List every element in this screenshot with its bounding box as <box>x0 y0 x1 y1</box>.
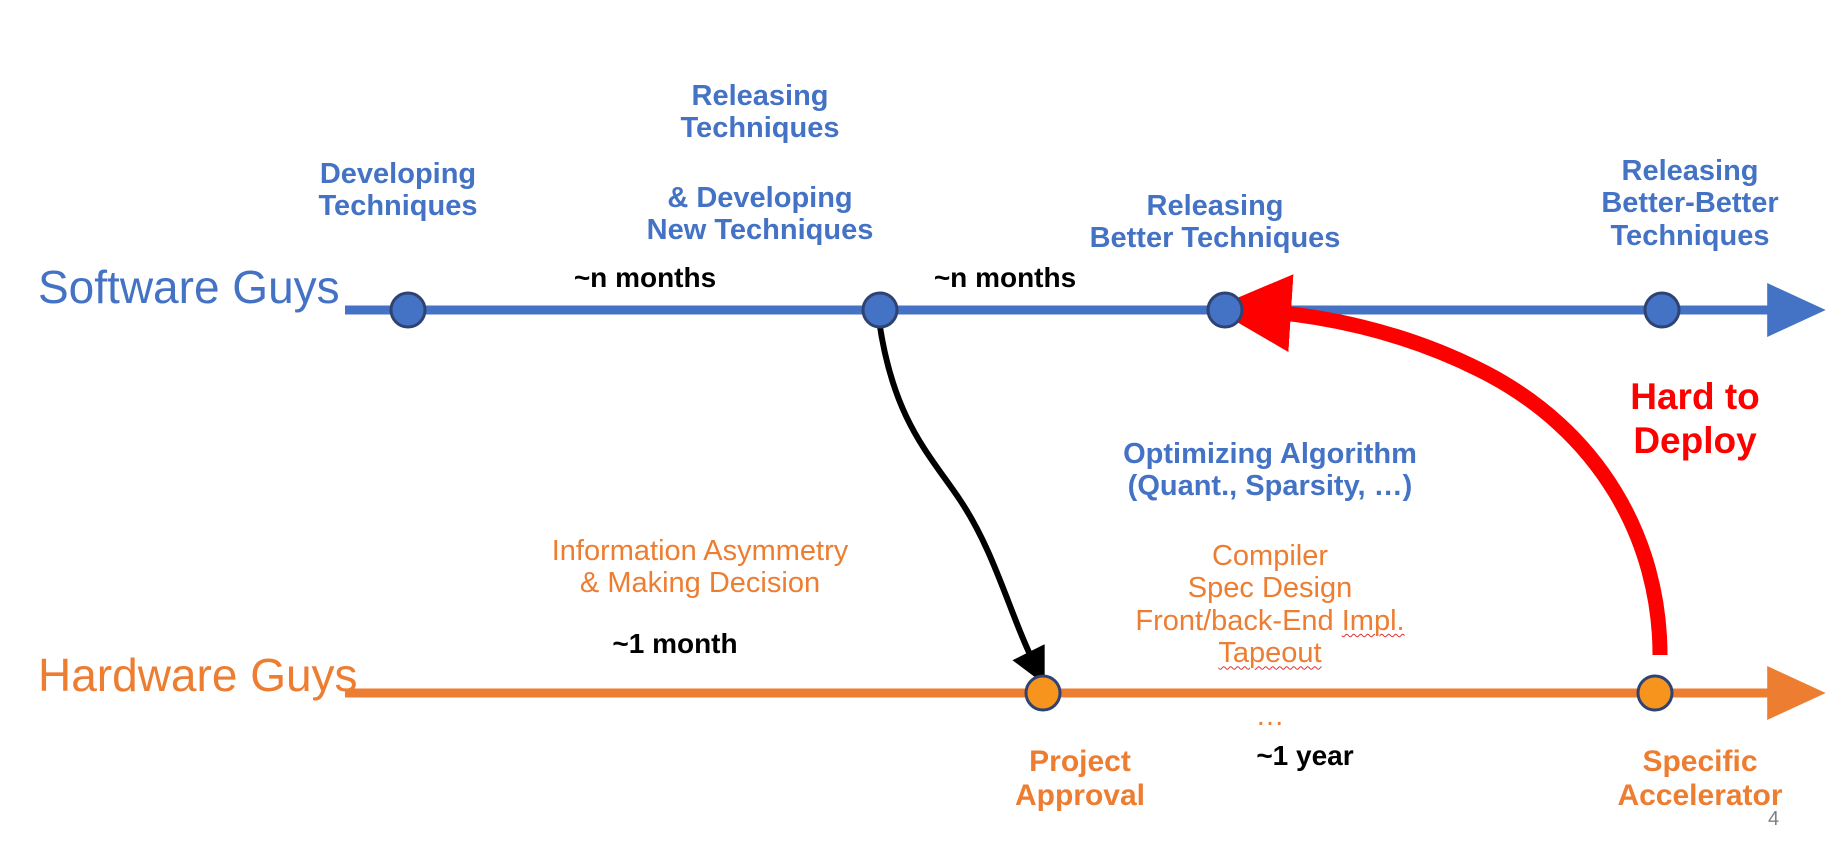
connector-software-to-hardware <box>876 319 1045 685</box>
annotation-optimizing-algorithm: Optimizing Algorithm (Quant., Sparsity, … <box>1123 438 1417 503</box>
milestone-label-specific-accelerator: Specific Accelerator <box>1617 745 1783 812</box>
workflow-step-tapeout-misspelled: Tapeout <box>1218 637 1322 670</box>
milestone-label-project-approval: Project Approval <box>1014 745 1146 812</box>
software-milestone-dot-3 <box>1206 291 1244 329</box>
annotation-information-asymmetry: Information Asymmetry & Making Decision <box>551 535 849 600</box>
workflow-step-impl-misspelled: Impl. <box>1341 604 1405 637</box>
duration-label-hardware-gap-2: ~1 year <box>1256 740 1354 771</box>
hardware-milestone-dot-1 <box>1024 674 1062 712</box>
slide-number: 4 <box>1768 808 1780 830</box>
duration-label-software-gap-1: ~n months <box>573 262 717 293</box>
software-milestone-dot-1 <box>389 291 427 329</box>
duration-label-hardware-gap-1: ~1 month <box>612 628 738 659</box>
workflow-step-spec-design: Spec Design <box>1187 572 1353 605</box>
hardware-milestone-dot-2 <box>1636 674 1674 712</box>
software-milestone-dot-4 <box>1643 291 1681 329</box>
software-milestone-dot-2 <box>861 291 899 329</box>
milestone-label-releasing-better-better-techniques: Releasing Better-Better Techniques <box>1601 155 1779 252</box>
milestone-label-developing-techniques: Developing Techniques <box>318 158 478 223</box>
milestone-label-releasing-techniques: Releasing Techniques <box>680 80 840 145</box>
annotation-workflow-ellipsis: … <box>1255 700 1285 732</box>
lane-title-hardware: Hardware Guys <box>38 649 358 701</box>
duration-label-software-gap-2: ~n months <box>933 262 1077 293</box>
workflow-step-compiler: Compiler <box>1211 540 1329 572</box>
workflow-step-frontback-end: Front/back-End <box>1135 604 1342 637</box>
milestone-label-and-developing-new-techniques: & Developing New Techniques <box>646 182 874 247</box>
milestone-label-releasing-better-techniques: Releasing Better Techniques <box>1089 190 1341 255</box>
annotation-hard-to-deploy: Hard to Deploy <box>1630 376 1760 461</box>
lane-title-software: Software Guys <box>38 261 340 313</box>
